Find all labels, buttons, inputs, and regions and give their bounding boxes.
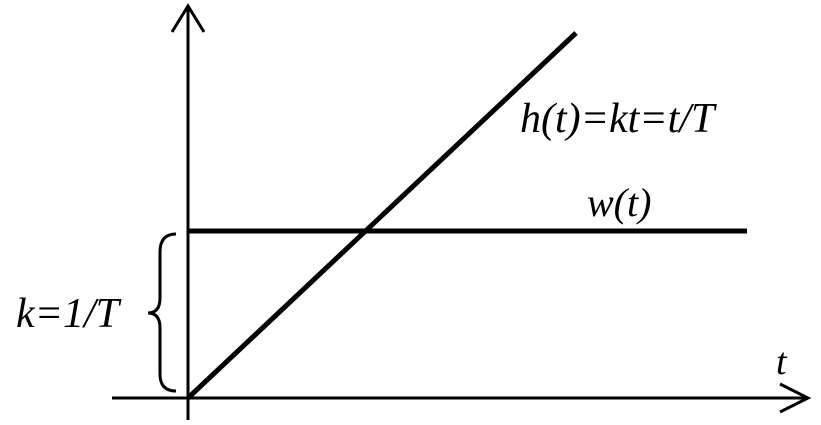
step-label: w(t) (587, 180, 651, 225)
ramp-line (186, 31, 578, 400)
ramp-label: h(t)=kt=t/T (520, 96, 717, 142)
x-axis-arrow-icon (779, 382, 812, 414)
x-axis-label: t (776, 341, 788, 383)
brace-label: k=1/T (16, 291, 122, 337)
y-axis-arrow-icon (170, 3, 206, 33)
brace-icon (147, 232, 177, 393)
